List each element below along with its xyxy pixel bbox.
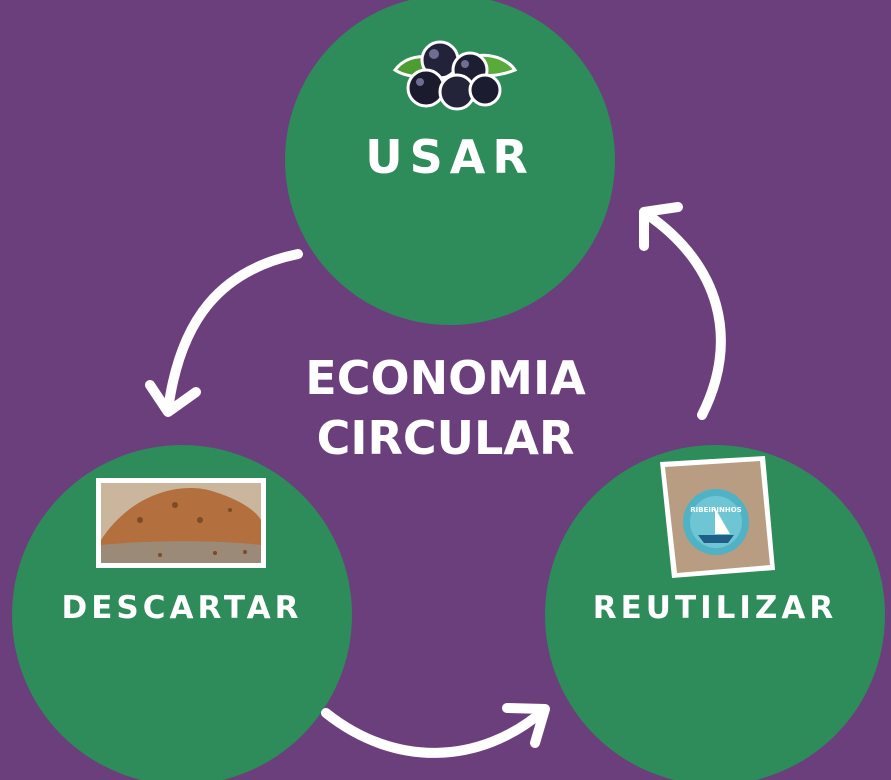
arrow-descartar-to-reutilizar-head bbox=[502, 703, 550, 748]
arrow-reutilizar-to-usar bbox=[643, 210, 726, 420]
arrow-descartar-to-reutilizar bbox=[321, 706, 548, 758]
center-title-line-2: CIRCULAR bbox=[316, 411, 575, 465]
arrow-usar-to-descartar bbox=[163, 249, 303, 415]
arrow-reutilizar-to-usar-head bbox=[639, 202, 683, 251]
bag-brand-text: RIBEIRINHOS bbox=[690, 506, 741, 514]
center-title: ECONOMIA CIRCULAR bbox=[230, 348, 661, 468]
center-title-line-1: ECONOMIA bbox=[305, 351, 586, 405]
usar-label: USAR bbox=[365, 130, 535, 184]
arrow-usar-to-descartar-head bbox=[145, 380, 201, 417]
reutilizar-label: REUTILIZAR bbox=[592, 590, 838, 626]
descartar-label: DESCARTAR bbox=[61, 590, 303, 626]
